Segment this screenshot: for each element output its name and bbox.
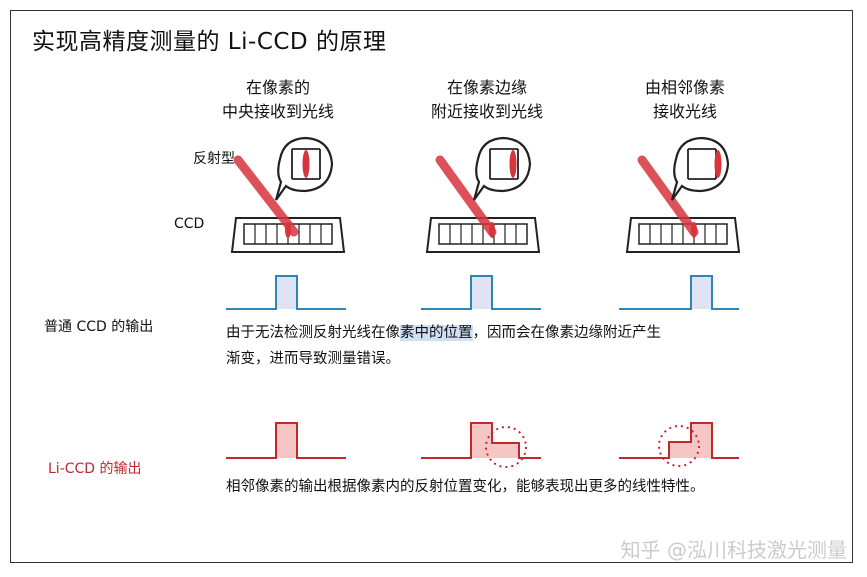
description-text: ，因而会在像素边缘附近产生 (472, 325, 662, 341)
column-edge-illustration (426, 136, 540, 253)
column-heading-line: 中央接收到光线 (221, 102, 334, 121)
highlight-circle (658, 425, 700, 467)
normal-signal-adjacent (619, 275, 739, 310)
column-heading-center: 在像素的 中央接收到光线 (193, 76, 363, 124)
reflective-label: 反射型 (193, 151, 235, 167)
laser-beam-icon (233, 155, 299, 237)
watermark: 知乎 @泓川科技激光测量 (620, 538, 847, 562)
lccd-signal-adjacent (619, 422, 739, 459)
laser-spot-icon (691, 222, 697, 238)
bubble-spot-icon (302, 150, 310, 178)
signal-pulse-fill (276, 423, 297, 458)
lccd-output-label: Li-CCD 的输出 (48, 461, 142, 477)
column-heading-line: 在像素边缘 (446, 78, 527, 97)
column-heading-line: 在像素的 (245, 78, 310, 97)
column-heading-adjacent: 由相邻像素 接收光线 (600, 76, 770, 124)
column-heading-line: 接收光线 (652, 102, 717, 121)
normal-ccd-output-label: 普通 CCD 的输出 (44, 319, 154, 335)
lccd-signal-center (226, 422, 346, 459)
figure-title: 实现高精度测量的 Li-CCD 的原理 (32, 29, 387, 55)
column-center-illustration (231, 136, 345, 253)
signal-pulse-fill (471, 276, 492, 309)
description-text: 渐变，进而导致测量错误。 (226, 351, 400, 367)
signal-pulse-fill (691, 276, 712, 309)
bubble-spot-icon (509, 150, 517, 178)
lccd-description: 相邻像素的输出根据像素内的反射位置变化，能够表现出更多的线性特性。 (226, 479, 705, 495)
signal-pulse-fill (276, 276, 297, 309)
signal-pulse-fill (669, 423, 712, 458)
signal-pulse-fill (471, 423, 519, 458)
description-highlight: 素中的位置 (400, 325, 473, 341)
normal-signal-center (226, 275, 346, 310)
laser-spot-icon (285, 222, 291, 238)
column-heading-line: 附近接收到光线 (430, 102, 543, 121)
normal-ccd-signals (226, 275, 739, 310)
laser-beam-icon (435, 155, 497, 237)
description-text: 由于无法检测反射光线在像 (226, 325, 400, 341)
magnifier-bubble-icon (472, 136, 532, 202)
column-heading-edge: 在像素边缘 附近接收到光线 (402, 76, 572, 124)
figure-frame (10, 10, 853, 563)
column-heading-line: 由相邻像素 (644, 78, 725, 97)
highlight-circle (485, 426, 527, 468)
ccd-label: CCD (174, 216, 205, 232)
lccd-signals (226, 422, 739, 468)
bubble-spot-icon (714, 150, 722, 178)
normal-signal-edge (421, 275, 541, 310)
laser-beam-icon (637, 155, 699, 237)
normal-ccd-description: 由于无法检测反射光线在像素中的位置，因而会在像素边缘附近产生 渐变，进而导致测量… (226, 320, 661, 372)
laser-spot-icon (489, 222, 495, 238)
column-adjacent-illustration (626, 136, 740, 253)
